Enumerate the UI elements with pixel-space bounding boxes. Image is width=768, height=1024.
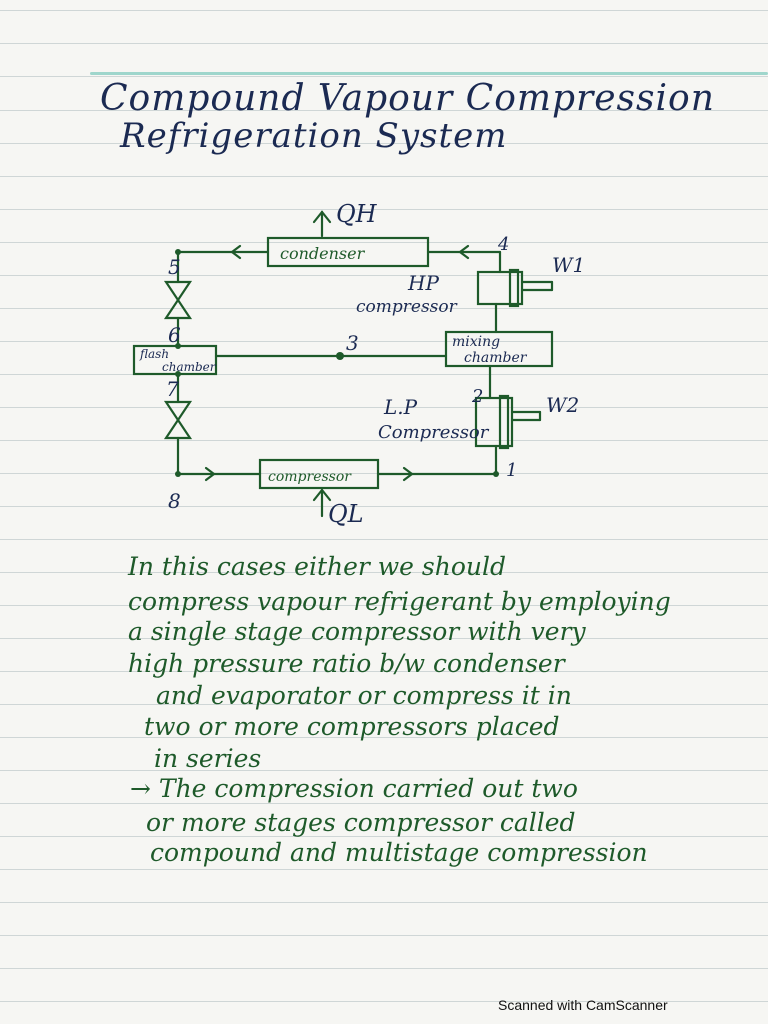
paragraph-line-6: two or more compressors placed [144,712,560,741]
expansion-valve-upper [163,280,193,320]
arrow-bottom-left [204,466,216,482]
w1-label: W1 [552,253,585,277]
mixing-label-1: mixing [452,334,500,350]
paragraph-line-8: → The compression carried out two [130,774,578,803]
evaporator-label: compressor [268,469,352,485]
paragraph-line-5: and evaporator or compress it in [156,681,572,710]
paragraph-line-2: compress vapour refrigerant by employing [128,587,671,616]
hp-piston [508,268,520,308]
point-7-label: 7 [166,377,179,401]
hp-label: HP [407,271,439,295]
arrow-top-right [458,244,470,260]
node-3 [336,352,344,360]
point-1-label: 1 [506,460,517,481]
point-6-label: 6 [168,323,181,347]
node-6 [175,343,181,349]
lp-compressor-label: Compressor [378,422,490,443]
point-4-label: 4 [497,234,509,255]
qh-label: QH [336,200,378,228]
lp-compressor-box [474,396,514,448]
arrow-top-left [230,244,242,260]
paragraph-line-10: compound and multistage compression [150,838,648,867]
ql-label: QL [328,500,364,528]
mixing-label-2: chamber [464,350,528,366]
hp-compressor-box [476,270,524,306]
title-line-1: Compound Vapour Compression [100,78,715,119]
point-5-label: 5 [168,255,181,279]
point-3-label: 3 [346,331,359,355]
paragraph-line-3: a single stage compressor with very [128,617,586,646]
lp-label: L.P [383,395,418,419]
arrow-bottom-right [402,466,414,482]
flash-label-1: flash [139,347,169,361]
hp-compressor-label: compressor [356,297,458,317]
expansion-valve-lower [163,400,193,440]
point-8-label: 8 [168,489,181,513]
flash-label-2: chamber [162,360,217,374]
page-top-margin-line [90,72,768,75]
w2-label: W2 [546,393,579,417]
mixing-chamber-box [444,330,554,368]
title-line-2: Refrigeration System [120,116,508,156]
node-7 [175,371,181,377]
paragraph-line-9: or more stages compressor called [146,808,576,837]
node-8 [175,471,181,477]
node-1 [493,471,499,477]
condenser-label: condenser [280,244,366,263]
point-2-label: 2 [471,386,483,407]
scanner-watermark: Scanned with CamScanner [498,997,668,1013]
paragraph-line-7: in series [154,744,262,773]
paragraph-line-1: In this cases either we should [128,552,507,581]
paragraph-line-4: high pressure ratio b/w condenser [128,649,565,678]
node-5 [175,249,181,255]
lp-piston [498,394,510,450]
